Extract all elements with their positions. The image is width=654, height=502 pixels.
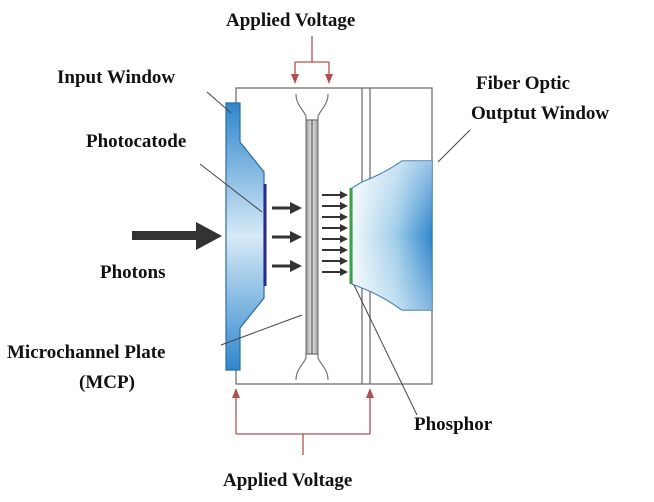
photocatode-label: Photocatode	[86, 131, 187, 152]
bottom-voltage-wiring	[232, 388, 374, 455]
leader-lines	[199, 91, 471, 416]
fiber-optic-output-window	[351, 160, 433, 311]
applied-voltage-top-label: Applied Voltage	[226, 10, 356, 31]
microchannel-plate	[295, 93, 329, 381]
photons-label: Photons	[100, 262, 166, 283]
input-window-label: Input Window	[57, 67, 176, 88]
microchannel-plate-label-line1: Microchannel Plate	[7, 342, 166, 363]
top-voltage-wiring	[291, 36, 333, 84]
electron-arrows	[272, 202, 302, 272]
input-window	[225, 102, 265, 371]
photon-arrow-icon	[132, 222, 222, 250]
fiber-optic-label-line2: Outptut Window	[471, 103, 610, 124]
phosphor-label: Phosphor	[414, 414, 493, 435]
applied-voltage-bottom-label: Applied Voltage	[223, 470, 353, 491]
multiplied-electron-arrows	[322, 191, 348, 276]
fiber-optic-label-line1: Fiber Optic	[476, 73, 571, 94]
microchannel-plate-label-line2: (MCP)	[79, 372, 135, 393]
